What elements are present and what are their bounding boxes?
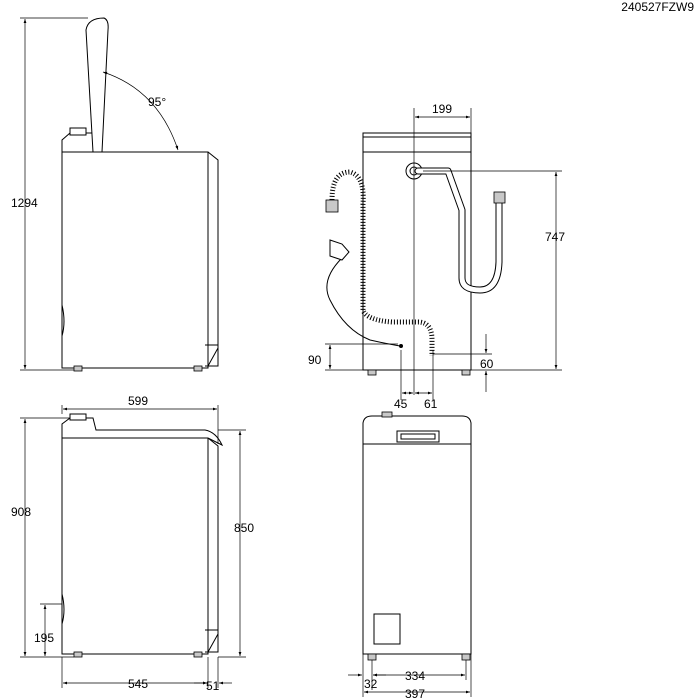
cabinet-body [61, 151, 209, 369]
height-total-label: 908 [11, 505, 31, 519]
selector-knob [381, 411, 393, 418]
closed-lid [61, 417, 224, 447]
height-lid-open-label: 1294 [11, 196, 38, 210]
side-view-closed: 599 908 850 195 545 51 [11, 394, 254, 693]
width-label: 397 [405, 687, 425, 700]
lid-angle-label: 95° [148, 95, 166, 109]
control-panel [61, 132, 97, 153]
drain-height-label: 90 [308, 353, 322, 367]
hose-offset-left-label: 45 [394, 397, 408, 411]
filter-door [373, 613, 401, 645]
drain-hose [325, 169, 435, 356]
open-lid [85, 17, 109, 153]
bottom-panel-height-label: 195 [34, 631, 54, 645]
pipe-distance-label: 199 [432, 102, 452, 116]
depth-body-label: 545 [128, 677, 148, 691]
side-view-lid-open: 95° 1294 [11, 17, 219, 372]
top-panel [362, 415, 472, 445]
feet-inset-label: 32 [364, 677, 378, 691]
side-body [61, 437, 209, 655]
feet-spacing-label: 334 [405, 669, 425, 683]
rear-view: 199 747 90 60 45 61 [308, 102, 565, 411]
drain-offset-label: 60 [480, 357, 494, 371]
front-body [362, 443, 472, 655]
inlet-height-label: 747 [545, 230, 565, 244]
front-view: 334 32 397 [348, 411, 472, 700]
drawing-code: 240527FZW9 [621, 0, 694, 14]
depth-rear-label: 51 [206, 679, 220, 693]
power-cable [326, 239, 403, 348]
depth-label: 599 [128, 394, 148, 408]
height-body-label: 850 [234, 521, 254, 535]
hose-offset-right-label: 61 [424, 397, 438, 411]
